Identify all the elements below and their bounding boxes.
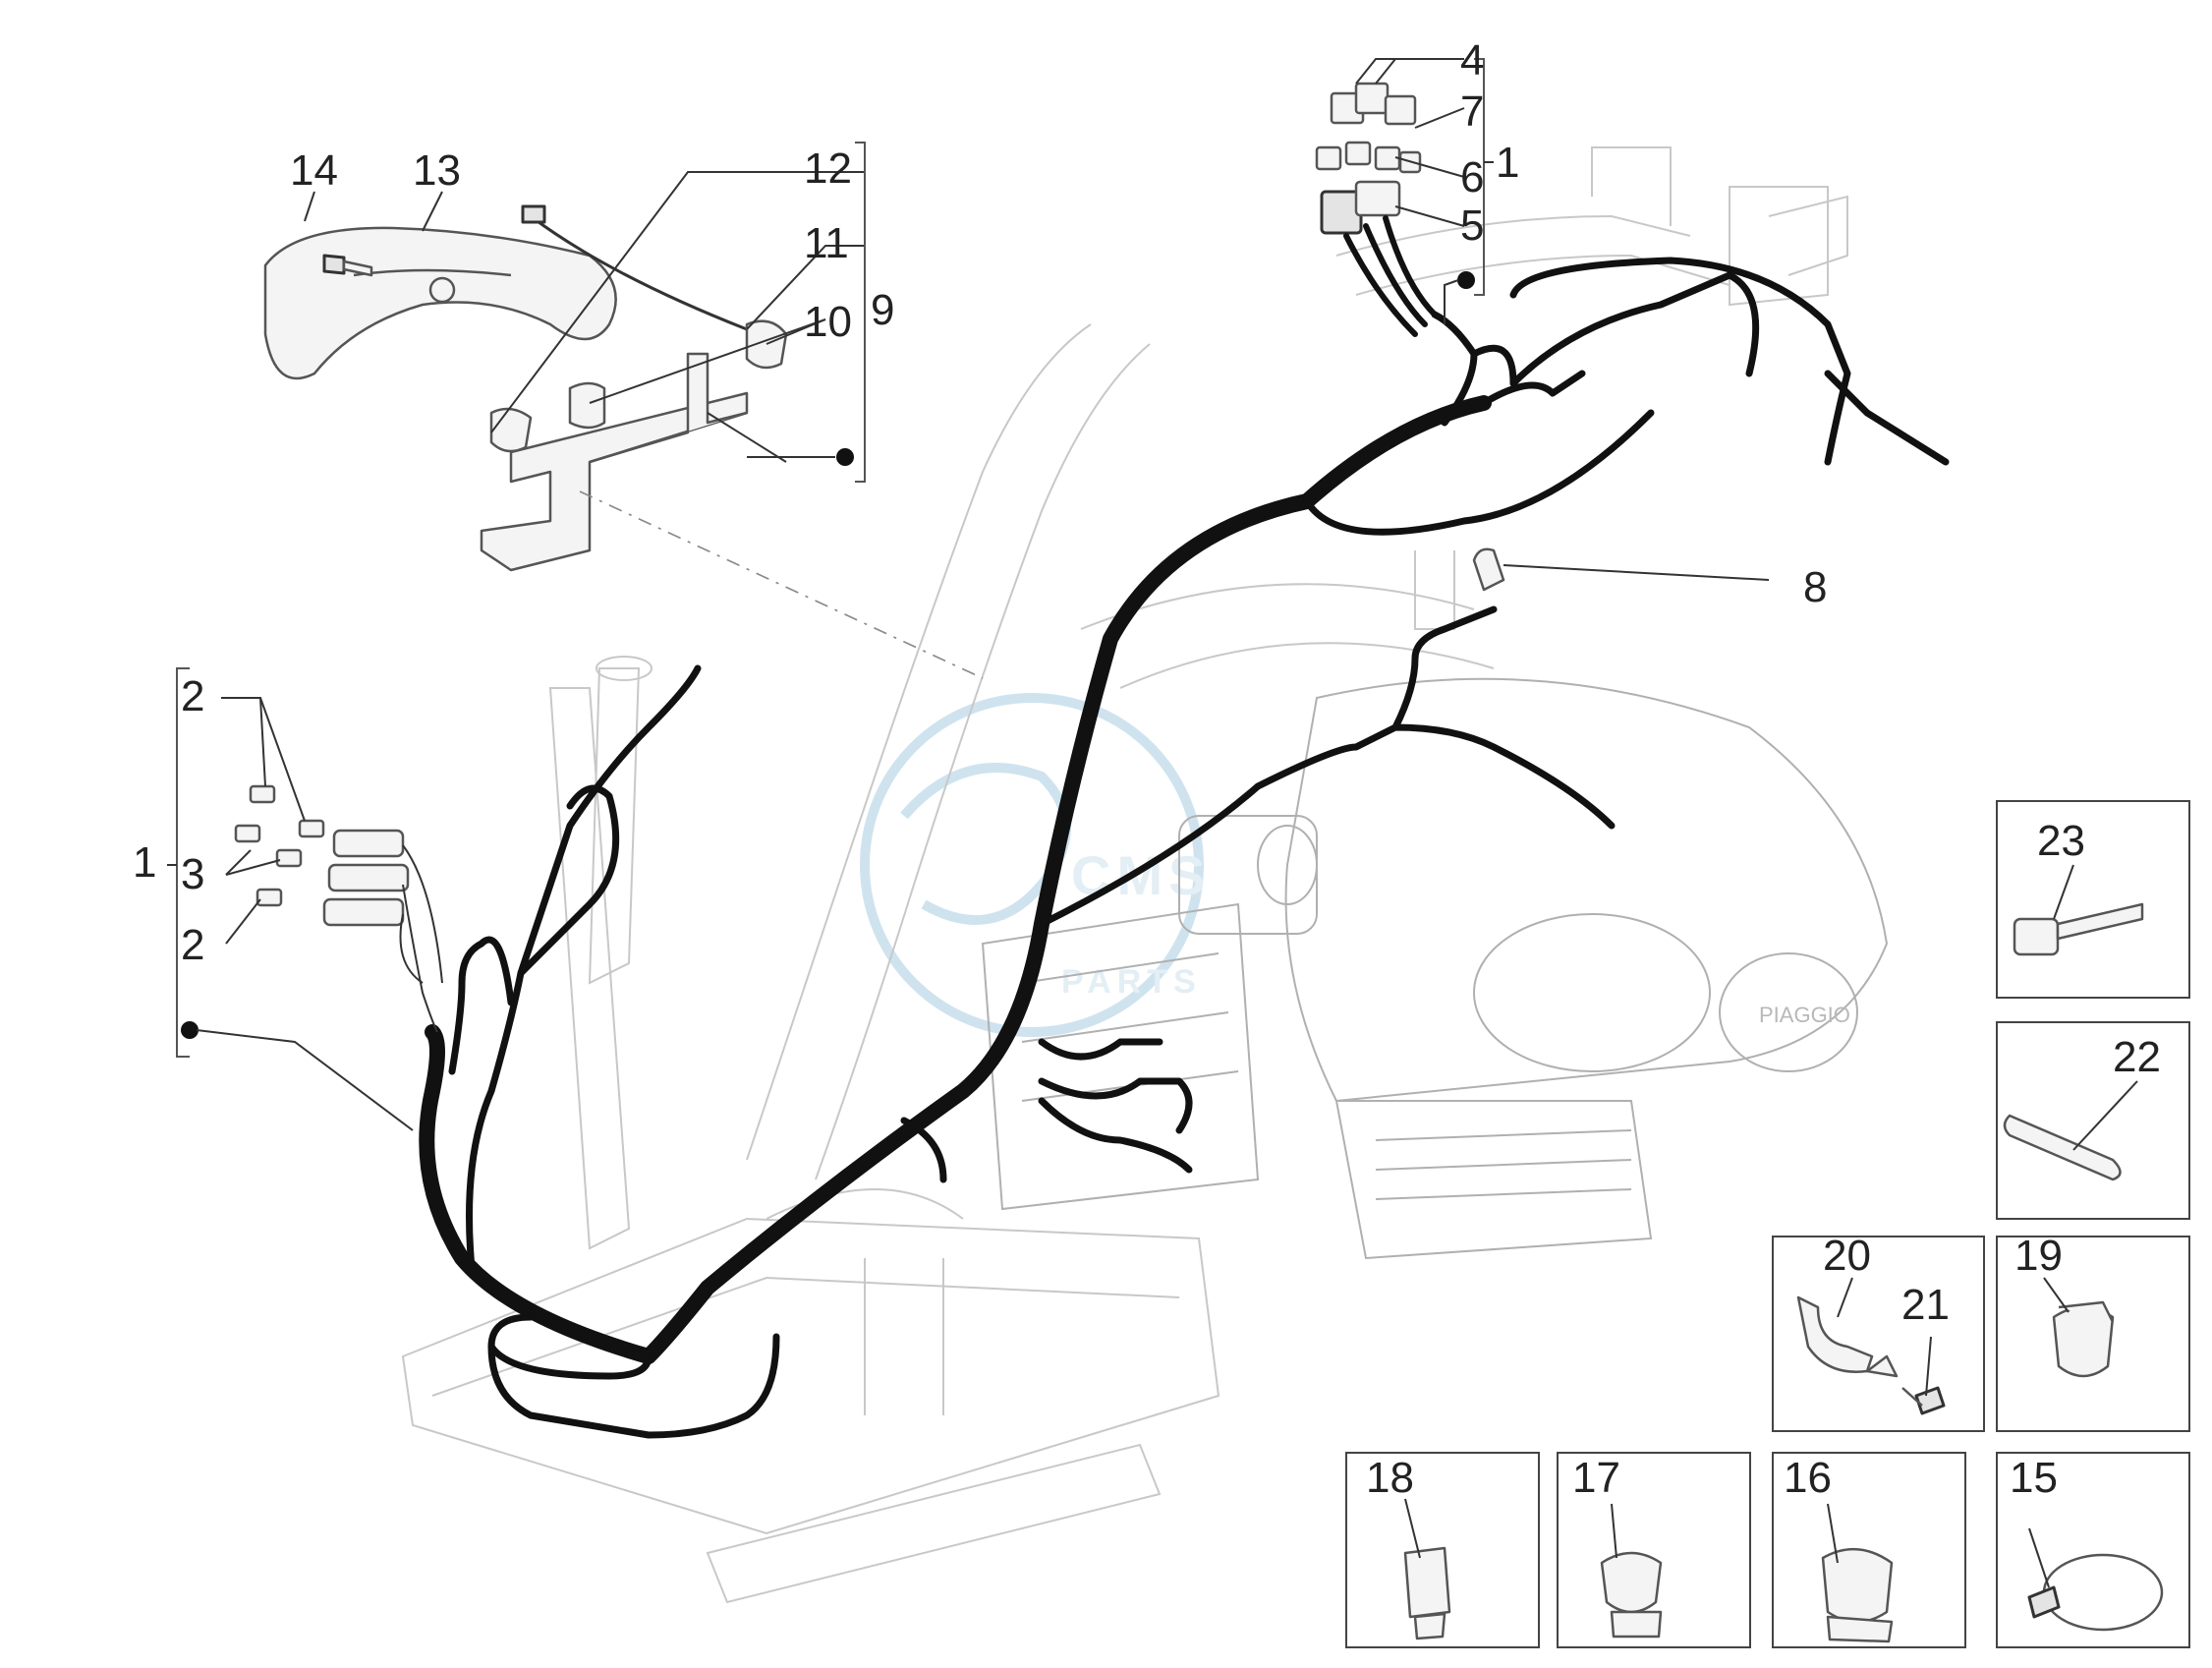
callout-9: 9 (871, 286, 894, 334)
parts-box-22 (1996, 1021, 2190, 1220)
parts-box-18 (1345, 1452, 1540, 1648)
callout-17: 17 (1572, 1454, 1620, 1502)
callout-16: 16 (1784, 1454, 1832, 1502)
brand-mark: PIAGGIO (1759, 1003, 1850, 1027)
callout-20: 20 (1823, 1232, 1871, 1280)
callout-8: 8 (1803, 563, 1827, 611)
callout-22: 22 (2113, 1033, 2161, 1081)
callout-11: 11 (804, 219, 849, 267)
callout-21: 21 (1901, 1281, 1950, 1329)
callout-15: 15 (2010, 1454, 2058, 1502)
parts-box-15 (1996, 1452, 2190, 1648)
parts-box-17 (1557, 1452, 1751, 1648)
callout-6: 6 (1460, 153, 1484, 201)
watermark-logo: CMS PARTS (860, 693, 1205, 1037)
callout-10: 10 (804, 298, 852, 346)
callout-2-top: 2 (181, 672, 204, 720)
main-wiring-harness (419, 257, 1950, 1439)
callout-labels: 4 7 6 5 1 8 14 13 12 11 10 9 2 1 3 2 23 … (133, 36, 2161, 1502)
callout-1-top: 1 (1496, 139, 1519, 187)
callout-19: 19 (2014, 1232, 2063, 1280)
handlebar-cover-assembly (263, 142, 984, 679)
callout-4: 4 (1460, 36, 1484, 85)
connector-group-left (167, 667, 443, 1131)
parts-box-20-21 (1772, 1236, 1985, 1432)
parts-box-16 (1772, 1452, 1966, 1648)
callout-3: 3 (181, 850, 204, 898)
callout-12: 12 (804, 144, 852, 193)
callout-5: 5 (1460, 201, 1484, 250)
callout-18: 18 (1366, 1454, 1414, 1502)
callout-7: 7 (1460, 87, 1484, 136)
callout-1-left: 1 (133, 838, 156, 887)
callout-13: 13 (413, 146, 461, 195)
parts-box-23 (1996, 800, 2190, 999)
clip-part-8 (1472, 547, 1770, 592)
callout-2-bottom: 2 (181, 921, 204, 969)
fuse-box-assembly (1315, 58, 1494, 337)
svg-text:PARTS: PARTS (1061, 963, 1202, 1001)
callout-14: 14 (290, 146, 338, 195)
parts-box-19 (1996, 1236, 2190, 1432)
callout-23: 23 (2037, 817, 2085, 865)
